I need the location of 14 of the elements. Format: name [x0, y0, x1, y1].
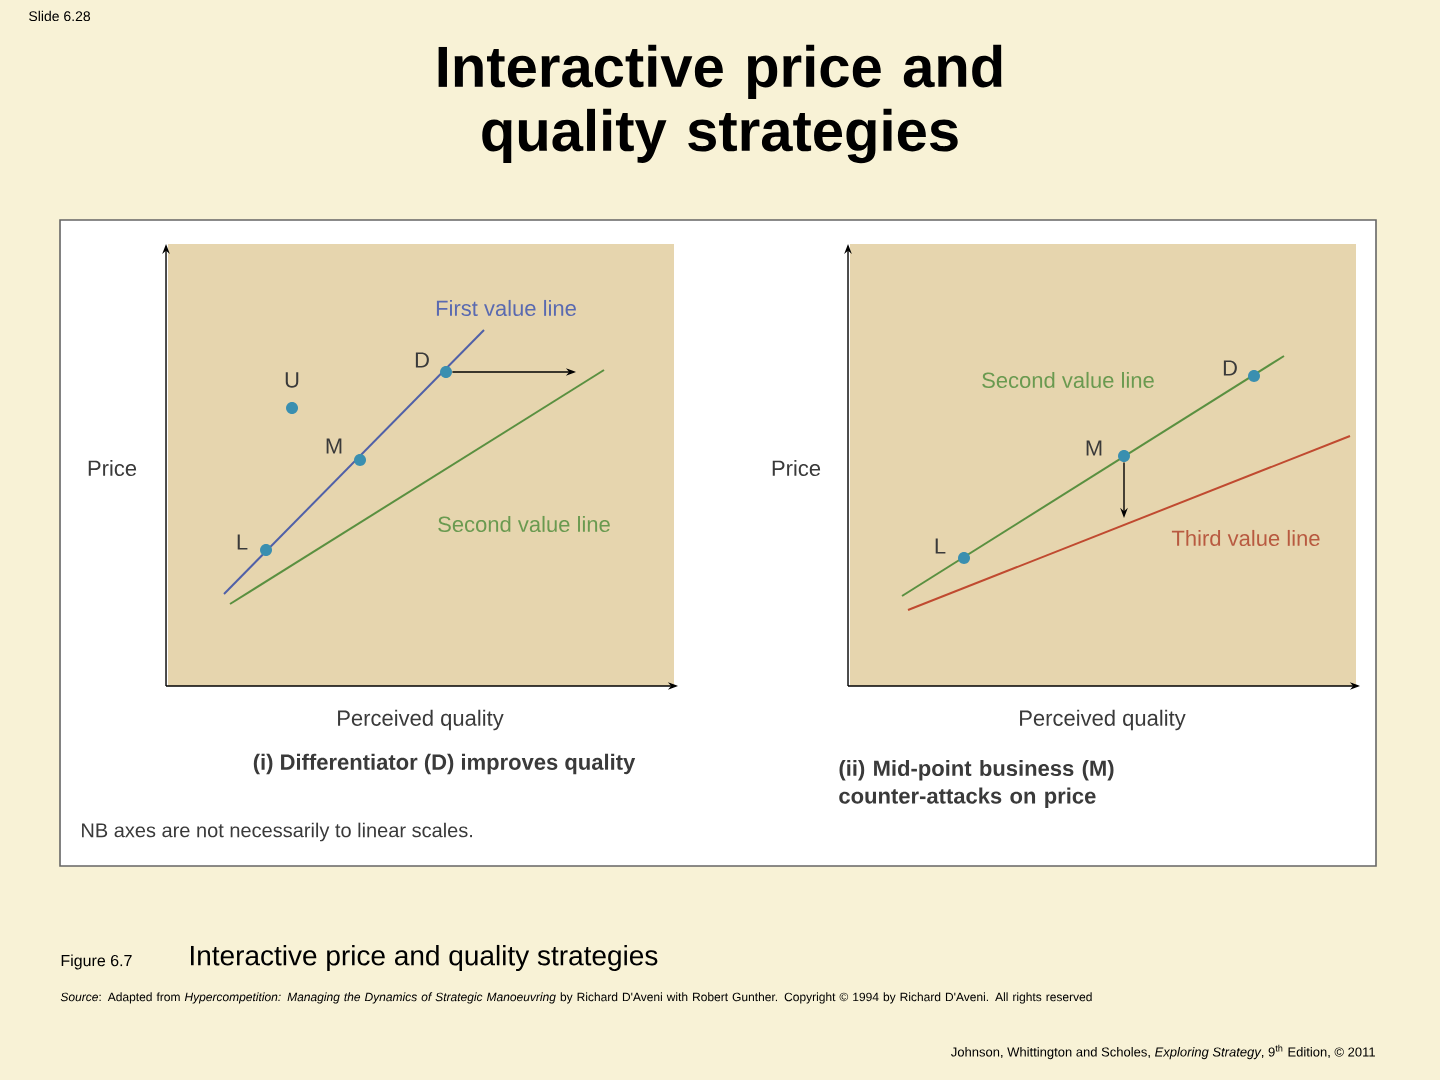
- axis-label: Perceived quality: [338, 709, 504, 731]
- figure-number: Figure 6.7: [61, 954, 132, 970]
- axis-label: Price: [772, 459, 821, 477]
- note-text: NB axes are not necessarily to linear scales.: [82, 822, 472, 842]
- slide-title: Interactive price and quality strategies: [438, 44, 1002, 164]
- line-label: First value line: [436, 299, 576, 317]
- panel-caption: (i) Differentiator (D) improves quality: [253, 753, 636, 775]
- figure-caption: Interactive price and quality strategies: [191, 944, 658, 972]
- line-label: Third value line: [1171, 529, 1320, 547]
- axis-label: Perceived quality: [1020, 709, 1186, 731]
- line-label: Second value line: [438, 515, 610, 533]
- line-label: Second value line: [982, 371, 1154, 389]
- axis-label: Price: [88, 459, 137, 477]
- panel-caption: (ii) Mid-point business (M) counter-attacks on price: [839, 759, 1114, 808]
